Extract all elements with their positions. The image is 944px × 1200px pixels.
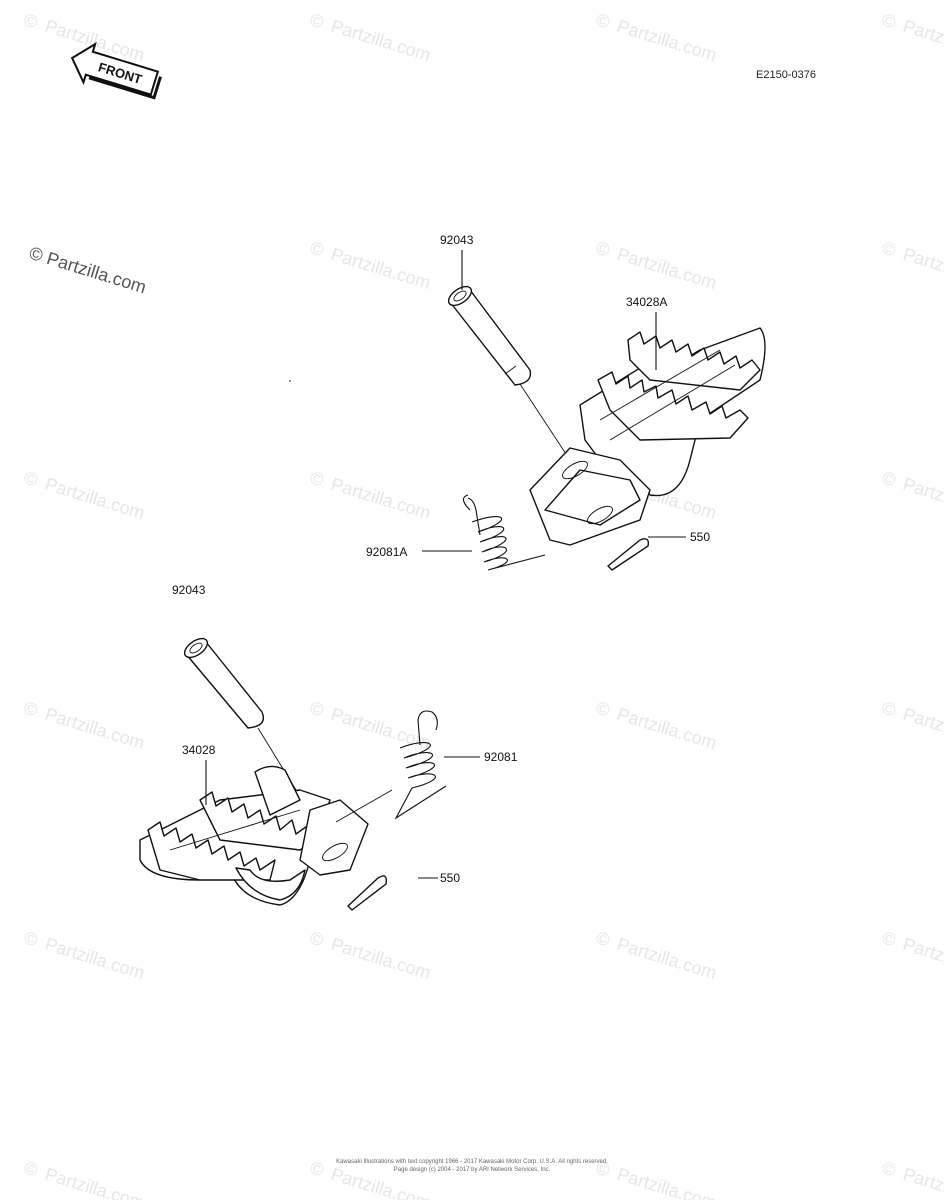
watermark-tile: ©Partzilla.com: [880, 467, 944, 523]
copyright-line-2: Page design (c) 2004 - 2017 by ARI Netwo…: [393, 1167, 551, 1173]
copyright-symbol-icon: ©: [22, 927, 41, 950]
front-arrow: FRONT: [70, 41, 162, 100]
watermark-tile-text: Partzilla.com: [329, 474, 433, 523]
diagram-ref: E2150-0376: [756, 69, 816, 81]
copyright-symbol-icon: ©: [880, 697, 899, 720]
watermark-tile: ©Partzilla.com: [880, 237, 944, 293]
copyright-symbol-icon: ©: [880, 927, 899, 950]
watermark-tile-text: Partzilla.com: [901, 244, 944, 293]
watermark-tile-text: Partzilla.com: [615, 934, 719, 983]
watermark-tile-text: Partzilla.com: [43, 934, 147, 983]
watermark-tile: ©Partzilla.com: [880, 9, 944, 65]
copyright-symbol-icon: ©: [308, 927, 327, 950]
watermark-tile: ©Partzilla.com: [308, 237, 433, 293]
copyright-symbol-icon: ©: [880, 467, 899, 490]
watermark-tile: ©Partzilla.com: [308, 467, 433, 523]
copyright-symbol-icon: ©: [308, 1157, 327, 1180]
watermark-tile-text: Partzilla.com: [615, 244, 719, 293]
watermark-tile-text: Partzilla.com: [615, 704, 719, 753]
watermark-tile-text: Partzilla.com: [901, 474, 944, 523]
callout-spring-upper: 92081A: [366, 545, 407, 559]
callout-footpeg-lower: 34028: [182, 743, 216, 757]
watermark-tile: ©Partzilla.com: [22, 927, 147, 983]
watermark-tile-text: Partzilla.com: [329, 934, 433, 983]
cotter-pin-upper: [607, 538, 650, 571]
copyright-symbol-icon: ©: [880, 1157, 899, 1180]
watermark-tile: ©Partzilla.com: [308, 697, 433, 753]
watermark-tile: ©Partzilla.com: [594, 237, 719, 293]
watermark-tile: ©Partzilla.com: [880, 697, 944, 753]
watermark-main-text: © Partzilla.com: [27, 243, 149, 298]
watermark-tile: ©Partzilla.com: [594, 9, 719, 65]
watermark-tile: ©Partzilla.com: [594, 697, 719, 753]
watermark-tile-text: Partzilla.com: [43, 704, 147, 753]
callout-footpeg-upper: 34028A: [626, 295, 667, 309]
watermark-tile-text: Partzilla.com: [901, 16, 944, 65]
copyright-line-1: Kawasaki Illustrations with text copyrig…: [336, 1159, 608, 1165]
callout-pin-upper: 92043: [440, 233, 474, 247]
callout-spring-lower: 92081: [484, 750, 518, 764]
watermark-tile-text: Partzilla.com: [615, 16, 719, 65]
watermark-tile-text: Partzilla.com: [901, 934, 944, 983]
watermark-tile-text: Partzilla.com: [329, 244, 433, 293]
watermark-tile: ©Partzilla.com: [594, 927, 719, 983]
watermark-tile-text: Partzilla.com: [329, 704, 433, 753]
watermark-tile: ©Partzilla.com: [880, 927, 944, 983]
spring-lower: [394, 710, 447, 820]
cotter-pin-lower: [347, 875, 388, 911]
footpeg-upper: [529, 327, 766, 546]
watermark-tile-text: Partzilla.com: [901, 704, 944, 753]
copyright-symbol-icon: ©: [22, 9, 41, 32]
pin-lower: [183, 637, 265, 729]
copyright-symbol-icon: ©: [594, 1157, 613, 1180]
watermark-tile: ©Partzilla.com: [22, 697, 147, 753]
copyright-symbol-icon: ©: [308, 697, 327, 720]
callout-cotter-lower: 550: [440, 871, 460, 885]
copyright-symbol-icon: ©: [594, 927, 613, 950]
callout-pin-lower: 92043: [172, 583, 206, 597]
watermark-tile-text: Partzilla.com: [329, 16, 433, 65]
footpeg-lower: [139, 765, 369, 906]
copyright-symbol-icon: ©: [880, 237, 899, 260]
copyright-symbol-icon: ©: [22, 467, 41, 490]
watermark-tile: ©Partzilla.com: [22, 467, 147, 523]
watermark-tile: ©Partzilla.com: [308, 927, 433, 983]
arrow-left-icon: [70, 41, 160, 96]
pin-upper: [447, 285, 532, 386]
copyright-symbol-icon: ©: [594, 697, 613, 720]
watermark-main: © Partzilla.com: [27, 243, 149, 298]
watermark-tile: ©Partzilla.com: [308, 9, 433, 65]
copyright-symbol-icon: ©: [22, 697, 41, 720]
copyright-symbol-icon: ©: [880, 9, 899, 32]
copyright-symbol-icon: ©: [308, 9, 327, 32]
spring-upper: [462, 494, 546, 571]
copyright-symbol-icon: ©: [594, 9, 613, 32]
copyright-symbol-icon: ©: [594, 237, 613, 260]
watermark-layer: ©Partzilla.com©Partzilla.com©Partzilla.c…: [22, 9, 944, 1200]
copyright-symbol-icon: ©: [308, 237, 327, 260]
copyright-symbol-icon: ©: [22, 1157, 41, 1180]
copyright-symbol-icon: ©: [308, 467, 327, 490]
watermark-tile-text: Partzilla.com: [43, 474, 147, 523]
callout-cotter-upper: 550: [690, 530, 710, 544]
